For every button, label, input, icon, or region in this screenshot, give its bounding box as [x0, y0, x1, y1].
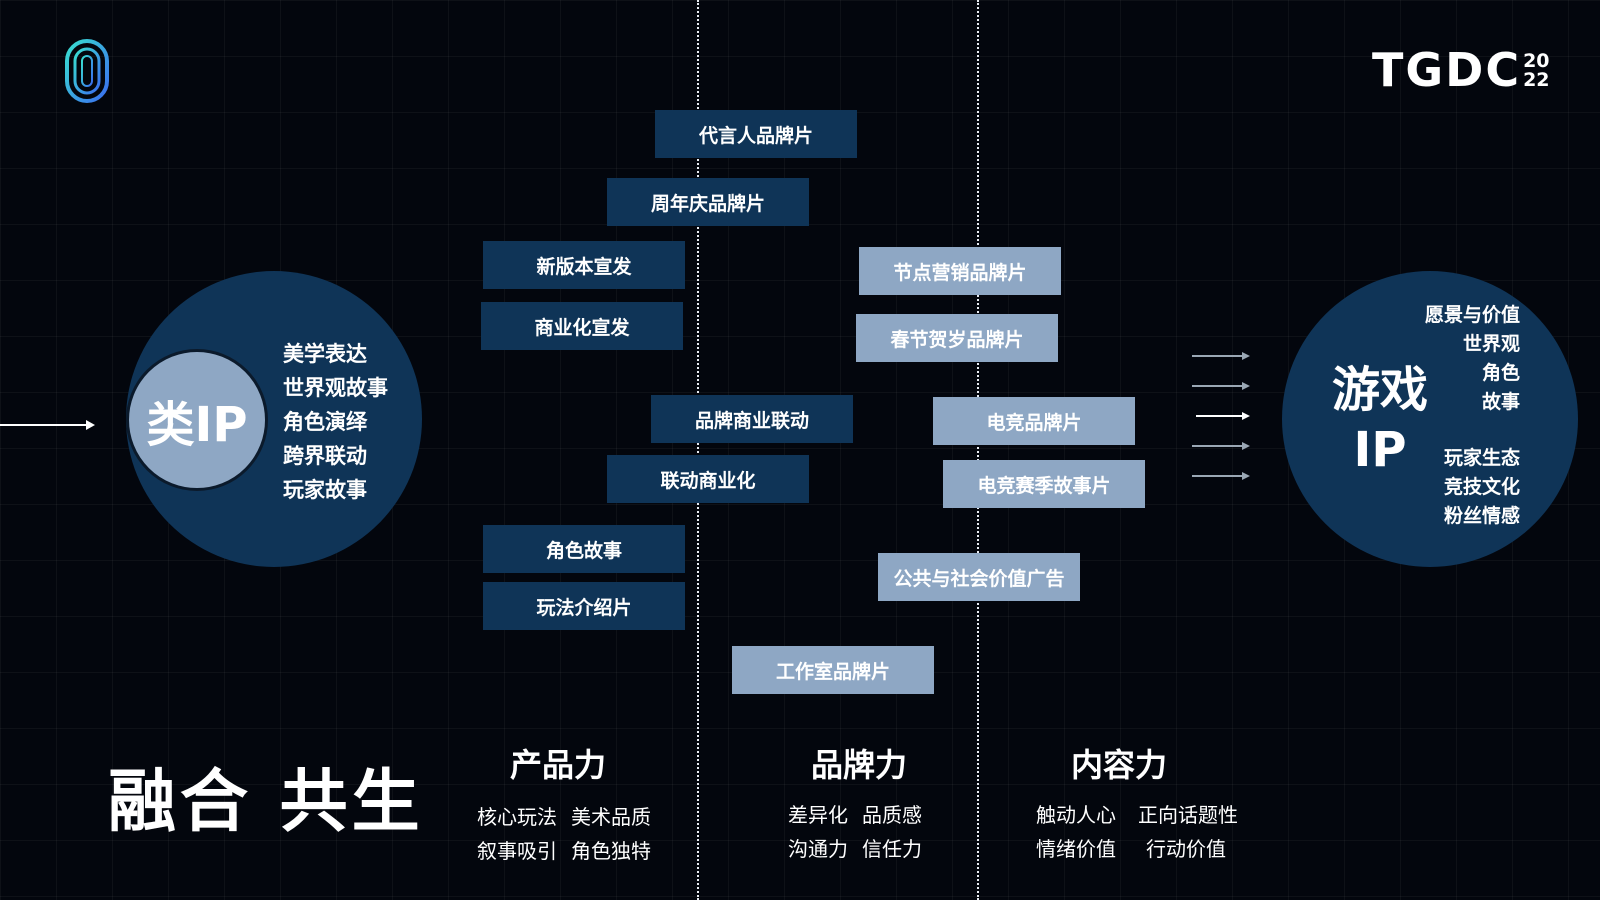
category-ip-label: 类IP [146, 397, 248, 453]
content-box: 玩法介绍片 [483, 582, 685, 630]
content-box: 电竞赛季故事片 [943, 460, 1145, 508]
content-box: 联动商业化 [607, 455, 809, 503]
game-ip-label: 游戏 IP [1320, 360, 1440, 480]
content-box: 品牌商业联动 [651, 395, 853, 443]
category-ip-attribute: 跨界联动 [283, 444, 367, 468]
brand-logo-icon [65, 39, 109, 103]
content-box: 商业化宣发 [481, 302, 683, 350]
content-box: 公共与社会价值广告 [878, 553, 1080, 601]
content-box: 节点营销品牌片 [859, 247, 1061, 295]
column-item: 核心玩法 [477, 805, 557, 829]
content-box: 角色故事 [483, 525, 685, 573]
column-item: 正向话题性 [1138, 803, 1238, 827]
column-items-content: 触动人心 正向话题性 情绪价值 行动价值 [1036, 802, 1238, 862]
game-ip-community-attributes: 玩家生态 竞技文化 粉丝情感 [1400, 444, 1520, 531]
column-item: 差异化 [788, 803, 848, 827]
game-ip-label-line1: 游戏 [1331, 362, 1428, 418]
content-box: 周年庆品牌片 [607, 178, 809, 226]
content-box: 新版本宣发 [483, 241, 685, 289]
column-title-product: 产品力 [510, 746, 607, 784]
tgdc-logo-text: TGDC [1372, 43, 1522, 97]
column-item: 品质感 [862, 803, 922, 827]
tgdc-year-top: 20 [1523, 50, 1550, 72]
content-box: 代言人品牌片 [655, 110, 857, 158]
game-ip-attribute: 角色 [1481, 362, 1520, 384]
tgdc-logo: TGDC 20 22 [1372, 46, 1550, 94]
slogan-title: 融合 共生 [108, 763, 424, 842]
output-arrows-icon [1192, 352, 1250, 480]
column-item: 信任力 [862, 837, 922, 861]
tgdc-logo-year: 20 22 [1523, 52, 1549, 90]
content-box: 电竞品牌片 [933, 397, 1135, 445]
game-ip-label-line2: IP [1353, 422, 1407, 478]
content-box: 工作室品牌片 [732, 646, 934, 694]
column-item: 美术品质 [571, 805, 651, 829]
game-ip-attribute: 世界观 [1462, 333, 1520, 355]
game-ip-attribute: 故事 [1481, 391, 1520, 413]
game-ip-circle [1282, 271, 1578, 567]
game-ip-attribute: 粉丝情感 [1443, 505, 1520, 527]
column-item: 触动人心 [1036, 803, 1116, 827]
game-ip-attribute: 竞技文化 [1443, 476, 1520, 498]
category-ip-attribute: 角色演绎 [283, 410, 367, 434]
column-item: 角色独特 [571, 839, 651, 863]
category-ip-attribute: 玩家故事 [283, 478, 367, 502]
game-ip-core-attributes: 愿景与价值 世界观 角色 故事 [1400, 301, 1520, 417]
column-items-brand: 差异化 品质感 沟通力 信任力 [788, 802, 922, 862]
column-item: 情绪价值 [1036, 837, 1116, 861]
category-ip-core: 类IP [126, 349, 268, 491]
divider-line-right [977, 0, 979, 900]
category-ip-attribute: 美学表达 [283, 342, 367, 366]
column-items-product: 核心玩法 美术品质 叙事吸引 角色独特 [477, 804, 651, 864]
category-ip-attributes: 美学表达 世界观故事 角色演绎 跨界联动 玩家故事 [283, 337, 388, 507]
column-title-brand: 品牌力 [811, 746, 908, 784]
column-item: 沟通力 [788, 837, 848, 861]
content-box: 春节贺岁品牌片 [856, 314, 1058, 362]
input-arrow-icon [0, 420, 95, 430]
column-item: 行动价值 [1146, 837, 1226, 861]
column-item: 叙事吸引 [477, 839, 557, 863]
game-ip-attribute: 玩家生态 [1443, 447, 1520, 469]
tgdc-year-bottom: 22 [1523, 69, 1550, 91]
column-title-content: 内容力 [1071, 746, 1168, 784]
divider-line-left [697, 0, 699, 900]
category-ip-attribute: 世界观故事 [283, 376, 388, 400]
game-ip-attribute: 愿景与价值 [1424, 304, 1520, 326]
